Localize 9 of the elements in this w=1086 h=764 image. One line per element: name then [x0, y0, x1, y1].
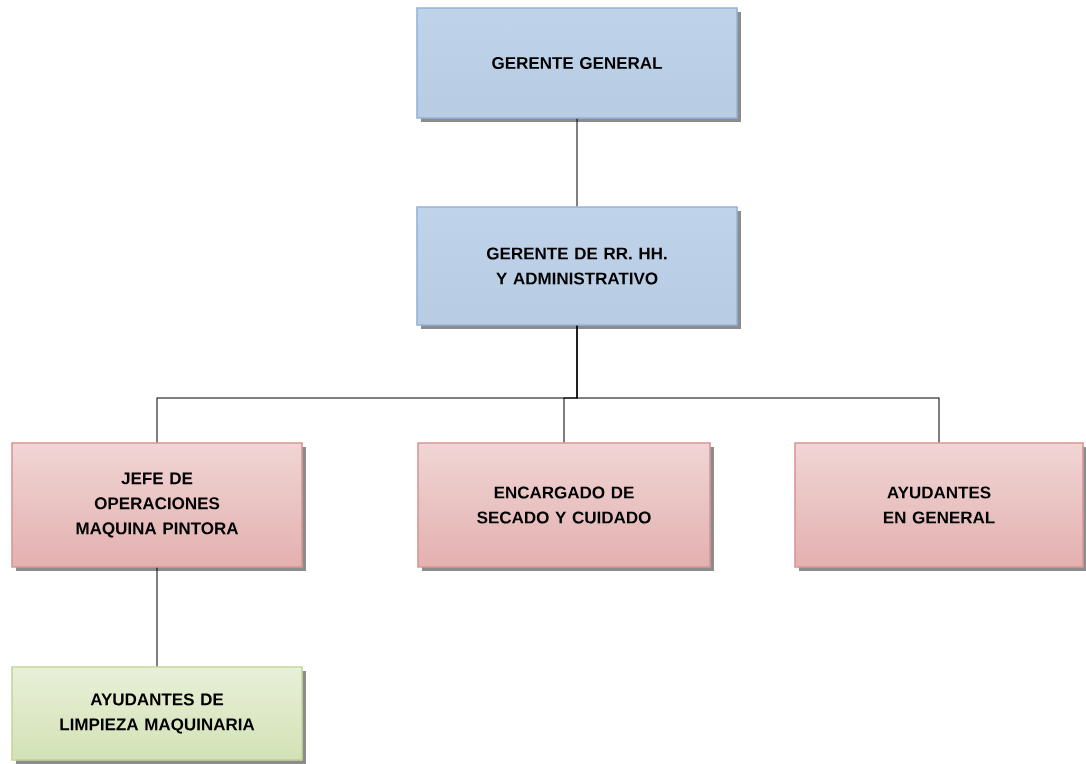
org-box: ENCARGADO DE SECADO Y CUIDADO	[417, 442, 714, 571]
connector-line	[576, 325, 940, 443]
org-box: GERENTE GENERAL	[416, 7, 741, 122]
connector-line	[156, 567, 158, 667]
org-box: AYUDANTES EN GENERAL	[794, 442, 1086, 571]
org-box: GERENTE DE RR. HH. Y ADMINISTRATIVO	[416, 206, 741, 329]
org-box: AYUDANTES DE LIMPIEZA MAQUINARIA	[11, 666, 306, 764]
connector-line	[576, 118, 578, 207]
org-box: JEFE DE OPERACIONES MAQUINA PINTORA	[11, 442, 306, 571]
